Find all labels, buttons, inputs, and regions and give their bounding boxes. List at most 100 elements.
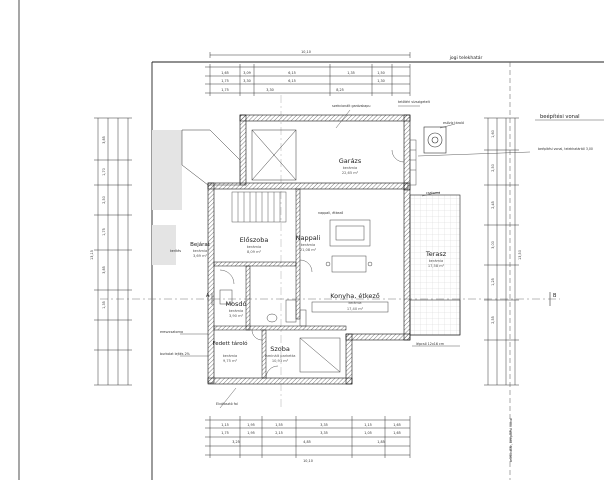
room-sauna: Szoba laminált parketta 10,93 m²: [265, 345, 296, 363]
svg-text:1,25: 1,25: [491, 278, 495, 286]
svg-text:1,15: 1,15: [221, 423, 229, 427]
svg-text:3,35: 3,35: [320, 423, 328, 427]
svg-text:3,90 m²: 3,90 m²: [229, 314, 244, 318]
building-walls: [207, 114, 411, 385]
svg-text:10,93 m²: 10,93 m²: [272, 359, 289, 363]
roof-overhang-left: [152, 130, 182, 210]
svg-text:1,75: 1,75: [221, 88, 229, 92]
note-storage: ereszcsatorna: [160, 330, 183, 334]
svg-text:3,30: 3,30: [266, 88, 274, 92]
svg-text:3,25: 3,25: [232, 440, 240, 444]
svg-text:1,55: 1,55: [275, 423, 283, 427]
svg-text:1,50: 1,50: [377, 71, 385, 75]
dining-table: [325, 255, 373, 273]
right-dim-col: 1,60 2,50 2,45 3,00 1,25 2,55: [491, 130, 495, 324]
svg-text:Előszoba: Előszoba: [240, 235, 269, 244]
svg-text:1,75: 1,75: [102, 228, 106, 236]
svg-text:1,75: 1,75: [221, 431, 229, 435]
svg-text:22,65 m²: 22,65 m²: [342, 171, 359, 175]
svg-text:3,69 m²: 3,69 m²: [193, 254, 208, 258]
rain-tank: [423, 126, 447, 154]
bottom-dim-row3: 3,25 4,85 1,85: [232, 440, 385, 444]
note-bottom: Elválasztó fal: [216, 402, 238, 406]
svg-text:3,85: 3,85: [102, 266, 106, 274]
top-dimensions: [205, 52, 411, 96]
svg-text:1,60: 1,60: [491, 130, 495, 138]
svg-text:Mosdó: Mosdó: [225, 300, 246, 308]
room-hall: Előszoba kerámia 8,09 m²: [240, 235, 269, 254]
svg-text:B: B: [553, 293, 557, 299]
svg-text:21,08 m²: 21,08 m²: [300, 248, 317, 252]
svg-text:Bejárat: Bejárat: [190, 241, 211, 248]
axis-marker-b: B: [549, 292, 557, 306]
svg-text:6,15: 6,15: [288, 79, 296, 83]
svg-text:Konyha, étkező: Konyha, étkező: [330, 291, 380, 300]
top-dim-row3: 1,75 3,30 8,25: [221, 88, 344, 92]
svg-text:1,35: 1,35: [102, 301, 106, 309]
right-dimensions: [484, 117, 519, 386]
note-pool: esővíz tároló: [443, 121, 464, 125]
garage-diagonal: [181, 129, 297, 186]
overall-width-top: 10,10: [301, 50, 311, 54]
bottom-dim-row1: 1,15 1,95 1,55 3,35 1,15 1,65: [221, 423, 401, 427]
doors: [219, 149, 405, 379]
bath-fixtures: [219, 289, 297, 323]
svg-text:3,85: 3,85: [102, 136, 106, 144]
svg-text:laminált parketta: laminált parketta: [265, 354, 296, 358]
note-garage-door: szekcionált garázskapu: [332, 104, 371, 108]
svg-text:2,50: 2,50: [102, 196, 106, 204]
note-slope: burkolat lejtés 2%: [160, 352, 190, 356]
svg-text:1,30: 1,30: [377, 79, 385, 83]
svg-text:1,95: 1,95: [247, 431, 255, 435]
svg-text:3,00: 3,00: [491, 241, 495, 249]
note-gutter: csatorna: [426, 191, 440, 195]
svg-text:1,35: 1,35: [347, 71, 355, 75]
svg-text:1,95: 1,95: [247, 423, 255, 427]
note-building-line: beépítési vonal: [540, 113, 580, 120]
svg-text:Nappali: Nappali: [296, 234, 321, 242]
svg-text:kerámia: kerámia: [301, 243, 316, 247]
room-storage: Fedett tároló kerámia 9,75 m²: [212, 340, 248, 363]
stairs: [231, 191, 287, 223]
svg-text:2,50: 2,50: [491, 164, 495, 172]
sofa: [329, 219, 371, 247]
room-living: Nappali kerámia 21,08 m²: [296, 234, 321, 252]
leader-lines: [180, 105, 531, 409]
svg-text:9,75 m²: 9,75 m²: [223, 359, 238, 363]
svg-text:kerámia: kerámia: [247, 245, 262, 249]
svg-text:Szoba: Szoba: [270, 345, 290, 353]
room-terrace: Terasz kerámia 17,58 m²: [425, 250, 447, 268]
room-entry: Bejárat kerámia 3,69 m²: [190, 241, 211, 258]
svg-text:3,09: 3,09: [243, 71, 251, 75]
svg-text:2,55: 2,55: [491, 316, 495, 324]
left-dim-col: 3,85 1,70 2,50 1,75 3,85 1,35: [102, 136, 106, 309]
svg-text:1,75: 1,75: [221, 79, 229, 83]
svg-text:1,65: 1,65: [393, 431, 401, 435]
svg-text:8,25: 8,25: [336, 88, 344, 92]
svg-text:1,70: 1,70: [102, 168, 106, 176]
terrace-area: [409, 194, 461, 336]
svg-text:1,05: 1,05: [364, 431, 372, 435]
roof-overhang-left-low: [152, 225, 176, 265]
svg-text:2,45: 2,45: [491, 201, 495, 209]
svg-text:3,35: 3,35: [320, 431, 328, 435]
svg-text:4,85: 4,85: [303, 440, 311, 444]
top-dim-row1: 1,65 3,09 6,15 1,35 1,50: [221, 71, 385, 75]
svg-text:2,15: 2,15: [275, 431, 283, 435]
top-dim-row2: 1,75 3,30 6,15 1,30: [221, 79, 385, 83]
bottom-dim-row2: 1,75 1,95 2,15 3,35 1,05 1,65: [221, 431, 401, 435]
svg-text:1,85: 1,85: [377, 440, 385, 444]
overall-width-bottom: 10,10: [303, 459, 313, 463]
svg-text:1,15: 1,15: [364, 423, 372, 427]
bottom-dimensions: [205, 416, 411, 458]
terrace-slab: [409, 299, 461, 336]
note-roof: tetőtéri vízszigetelt: [398, 100, 431, 104]
room-garage: Garázs kerámia 22,65 m²: [339, 157, 362, 175]
room-laundry: Mosdó kerámia 3,90 m²: [225, 300, 246, 318]
svg-text:Fedett tároló: Fedett tároló: [212, 340, 248, 347]
note-right-vertical: telekhatár, beépítési vonal: [509, 418, 513, 462]
svg-text:3,30: 3,30: [243, 79, 251, 83]
svg-text:1,65: 1,65: [221, 71, 229, 75]
svg-text:kerámia: kerámia: [349, 301, 362, 305]
